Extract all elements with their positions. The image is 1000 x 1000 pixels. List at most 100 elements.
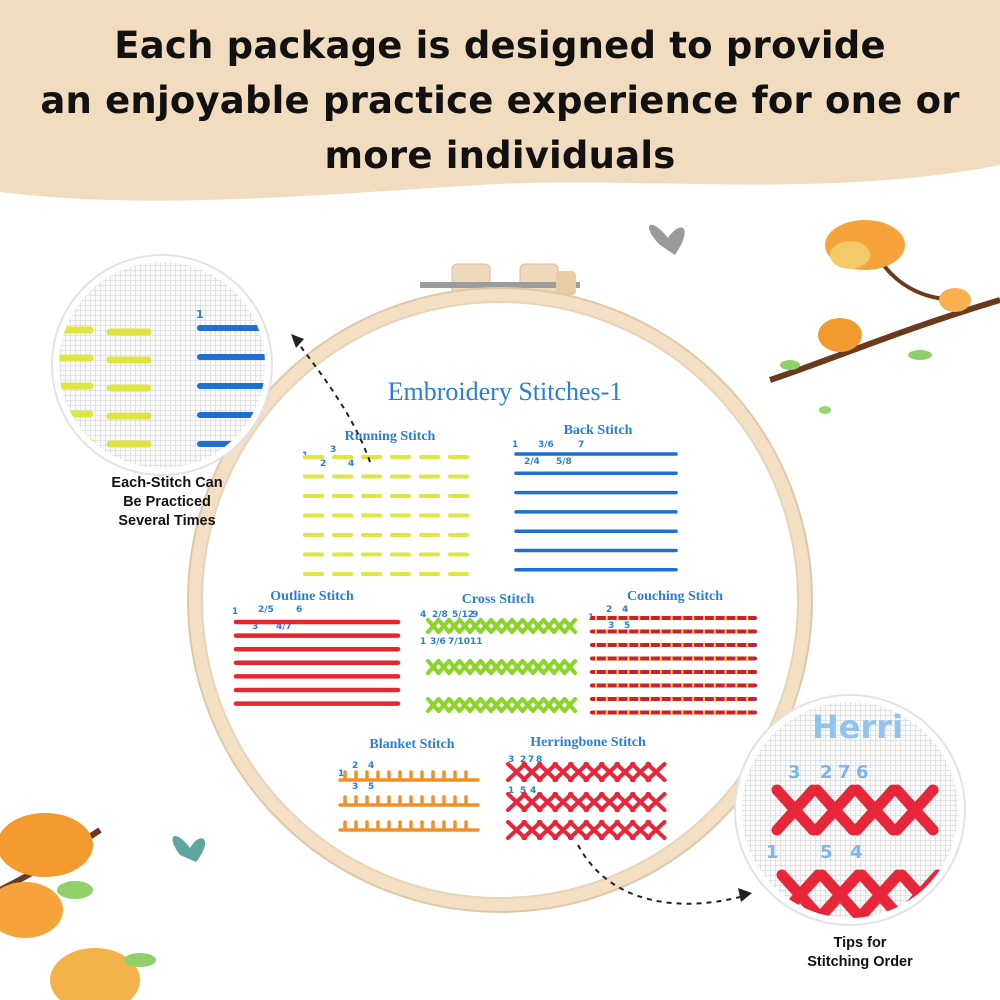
zoom-herringbone-arm xyxy=(851,784,899,836)
caption-left-line-2: Be Practiced xyxy=(123,494,211,510)
cross-stitch-arm xyxy=(562,659,577,675)
cross-number: 11 xyxy=(470,637,483,647)
herringbone-arm xyxy=(552,820,574,840)
outline-stitch-label: Outline Stitch xyxy=(270,589,354,604)
herringbone-arm xyxy=(521,792,543,812)
cross-stitch-arm xyxy=(499,618,514,634)
cross-stitch-arm xyxy=(489,659,504,675)
back-number: 7 xyxy=(578,440,584,450)
herringbone-number: 1 xyxy=(508,786,514,796)
cross-number: 9 xyxy=(472,610,478,620)
blanket-number: 2 xyxy=(352,761,358,771)
cross-stitch-arm xyxy=(531,697,546,713)
caption-left: Each-Stitch Can Be Practiced Several Tim… xyxy=(72,474,262,531)
back-stitch-label: Back Stitch xyxy=(564,423,633,438)
caption-left-line-3: Several Times xyxy=(118,513,216,529)
arrow-head-left-icon xyxy=(291,334,304,348)
zoom-herringbone-arm xyxy=(816,869,864,918)
couching-stitch-label: Couching Stitch xyxy=(627,589,723,604)
cross-stitch-arm xyxy=(510,618,525,634)
zoom-herringbone-arm xyxy=(811,784,859,836)
cross-stitch-arm xyxy=(489,618,504,634)
couching-number: 5 xyxy=(624,621,630,631)
zoom-right-number: 6 xyxy=(856,762,869,783)
herringbone-arm xyxy=(537,762,558,782)
herringbone-number: 3 xyxy=(508,755,514,765)
running-number: 2 xyxy=(320,459,326,469)
caption-right: Tips for Stitching Order xyxy=(760,934,960,972)
running-stitch-label: Running Stitch xyxy=(345,429,436,444)
herringbone-stitch-label: Herringbone Stitch xyxy=(530,735,646,750)
cross-stitch-arm xyxy=(499,697,514,713)
cross-stitch-arm xyxy=(436,659,451,675)
couching-number: 2 xyxy=(606,605,612,615)
cross-stitch-arm xyxy=(457,697,472,713)
herringbone-arm xyxy=(552,792,574,812)
cross-stitch-arm xyxy=(499,659,514,675)
cross-stitch-arm xyxy=(447,697,462,713)
herringbone-arm xyxy=(599,792,620,812)
herringbone-arm xyxy=(583,762,605,782)
cross-stitch-arm xyxy=(457,659,472,675)
cross-stitch-arm xyxy=(562,697,577,713)
outline-number: 3 xyxy=(252,622,258,632)
cross-stitch-arm xyxy=(541,659,556,675)
blanket-number: 3 xyxy=(352,782,358,792)
caption-right-line-1: Tips for xyxy=(833,935,887,951)
hoop-title: Embroidery Stitches-1 xyxy=(388,377,623,406)
cross-number: 4 xyxy=(420,610,426,620)
herringbone-arm xyxy=(599,820,620,840)
outline-stitch-section: Outline Stitch 1 2/5 6 3 4/7 xyxy=(232,589,401,706)
cross-stitch-arm xyxy=(541,618,556,634)
arrow-head-right-icon xyxy=(738,888,752,902)
herringbone-arm xyxy=(583,792,605,812)
zoom-right-number: 2 xyxy=(820,762,833,783)
cross-stitch-arm xyxy=(436,697,451,713)
zoom-herringbone-arm xyxy=(856,869,904,918)
cross-stitch-arm xyxy=(468,659,483,675)
svg-text:1: 1 xyxy=(196,308,204,321)
back-number: 3/6 xyxy=(538,440,554,450)
zoom-herringbone-arm xyxy=(891,784,939,836)
herringbone-number: 7 xyxy=(528,755,534,765)
running-number: 3 xyxy=(330,445,336,455)
dashed-arrow-left xyxy=(297,342,371,463)
cross-stitch-arm xyxy=(520,659,535,675)
blanket-number: 1 xyxy=(338,769,344,779)
herringbone-arm xyxy=(583,820,605,840)
cross-stitch-arm xyxy=(531,618,546,634)
embroidery-hoop xyxy=(187,263,813,913)
herringbone-number: 4 xyxy=(530,786,536,796)
herringbone-arm xyxy=(645,792,667,812)
herringbone-arm xyxy=(552,762,574,782)
herringbone-arm xyxy=(645,762,667,782)
herringbone-arm xyxy=(506,762,527,782)
blanket-number: 4 xyxy=(368,761,374,771)
zoom-right-number: 1 xyxy=(766,842,779,863)
cross-stitch-arm xyxy=(426,618,441,634)
cross-stitch-arm xyxy=(552,618,567,634)
outline-number: 1 xyxy=(232,607,238,617)
headline-line-1: Each package is designed to provide xyxy=(114,24,886,67)
herringbone-arm xyxy=(630,762,651,782)
back-stitch-section: Back Stitch 1 3/6 7 2/4 5/8 xyxy=(512,423,678,572)
cross-stitch-arm xyxy=(457,618,472,634)
blanket-stitch-section: Blanket Stitch 1 2 4 3 5 xyxy=(338,737,480,832)
running-stitch-section: Running Stitch 1 3 2 4 xyxy=(302,429,469,576)
dashed-arrow-right xyxy=(577,844,741,905)
blanket-number: 5 xyxy=(368,782,374,792)
herringbone-number: 8 xyxy=(536,755,542,765)
herringbone-arm xyxy=(614,792,636,812)
outline-number: 2/5 xyxy=(258,605,274,615)
herringbone-arm xyxy=(568,762,589,782)
zoom-circle-left: h 1 3/6 xyxy=(51,254,273,476)
cross-stitch-arm xyxy=(426,697,441,713)
cross-stitch-arm xyxy=(520,697,535,713)
cross-stitch-arm xyxy=(468,697,483,713)
back-number: 5/8 xyxy=(556,457,572,467)
herringbone-arm xyxy=(537,792,558,812)
cross-stitch-arm xyxy=(426,659,441,675)
cross-stitch-arm xyxy=(562,618,577,634)
zoom-right-label: Herri xyxy=(812,708,903,746)
